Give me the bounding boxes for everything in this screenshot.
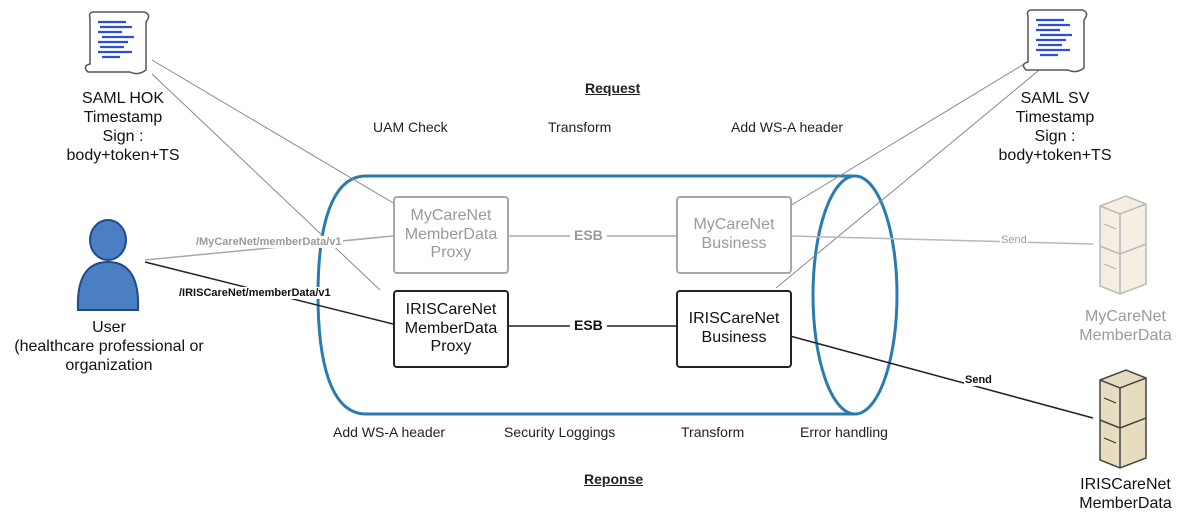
saml-sv-label: SAML SV Timestamp Sign : body+token+TS: [998, 90, 1112, 164]
mycarenet-memberdata-label: MyCareNet MemberData: [1079, 308, 1172, 344]
saml-hok-document-icon: [84, 11, 150, 75]
iriscarenet-memberdata-proxy-box: IRISCareNet MemberData Proxy: [393, 290, 509, 368]
user-label: User (healthcare professional or organiz…: [14, 319, 204, 374]
iriscarenet-memberdata-label: IRISCareNet MemberData: [1079, 476, 1172, 512]
response-step-transform: Transform: [681, 424, 745, 440]
response-heading: Reponse: [584, 471, 644, 487]
iriscarenet-path-label: /IRISCareNet/memberData/v1: [178, 287, 332, 299]
send-bottom-line: [789, 335, 1094, 419]
saml-hok-label: SAML HOK Timestamp Sign : body+token+TS: [66, 90, 180, 164]
mycarenet-path-label: /MyCareNet/memberData/v1: [195, 236, 343, 248]
user-to-mycarenet-line: [144, 235, 394, 261]
send-bottom-label: Send: [964, 374, 993, 386]
esb-top-label: ESB: [570, 227, 607, 243]
request-step-uam-check: UAM Check: [373, 119, 448, 135]
user-icon: [76, 219, 140, 311]
request-heading: Request: [585, 80, 641, 96]
iriscarenet-server-icon: [1099, 369, 1147, 469]
mycarenet-business-box: MyCareNet Business: [676, 196, 792, 274]
mycarenet-memberdata-proxy-box: MyCareNet MemberData Proxy: [393, 196, 509, 274]
mycarenet-server-icon: [1099, 195, 1147, 295]
request-step-transform: Transform: [548, 119, 612, 135]
saml-sv-document-icon: [1022, 9, 1088, 73]
response-step-security-loggings: Security Loggings: [504, 424, 616, 440]
send-top-line: [789, 235, 1094, 245]
saml-connector-lines: [151, 57, 1045, 291]
request-step-add-ws-a-header: Add WS-A header: [731, 119, 844, 135]
esb-bottom-label: ESB: [570, 317, 607, 333]
iriscarenet-business-box: IRISCareNet Business: [676, 290, 792, 368]
response-step-error-handling: Error handling: [800, 424, 888, 440]
response-step-add-ws-a-header: Add WS-A header: [333, 424, 446, 440]
send-top-label: Send: [1000, 234, 1028, 246]
